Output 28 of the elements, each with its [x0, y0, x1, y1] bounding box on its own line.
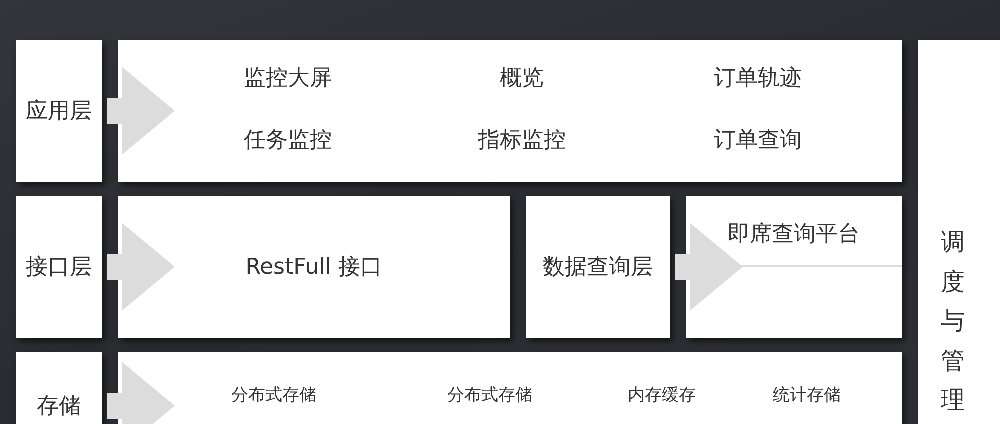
layer-box	[118, 196, 510, 338]
layer-label: 存储	[37, 393, 81, 421]
layer-box	[686, 196, 902, 338]
layer-label: 调度与管理	[941, 227, 965, 416]
layer-label: 应用层	[26, 98, 92, 126]
module-label: 指标监控	[478, 127, 566, 155]
layer-label: 即席查询平台	[728, 221, 860, 249]
module-label: 内存缓存	[628, 384, 696, 406]
chevron-arrow	[107, 223, 175, 311]
chevron-arrow	[107, 67, 175, 155]
chevron-arrow	[675, 223, 743, 311]
module-label: 分布式存储	[232, 384, 316, 406]
module-label: 监控大屏	[244, 65, 332, 93]
chevron-arrow	[107, 362, 175, 424]
layer-label: RestFull 接口	[246, 254, 382, 282]
module-label: 统计存储	[773, 384, 841, 406]
module-label: 分布式存储	[448, 384, 532, 406]
module-label: 概览	[500, 65, 544, 93]
layer-label: 接口层	[26, 254, 92, 282]
layer-label: 数据查询层	[543, 254, 653, 282]
layer-box	[526, 196, 670, 338]
layer-box	[16, 40, 102, 182]
layer-box	[16, 196, 102, 338]
module-label: 订单轨迹	[714, 65, 802, 93]
module-label: 任务监控	[244, 127, 332, 155]
module-label: 订单查询	[714, 127, 802, 155]
layer-box	[118, 40, 902, 182]
layer-box	[918, 40, 1000, 424]
